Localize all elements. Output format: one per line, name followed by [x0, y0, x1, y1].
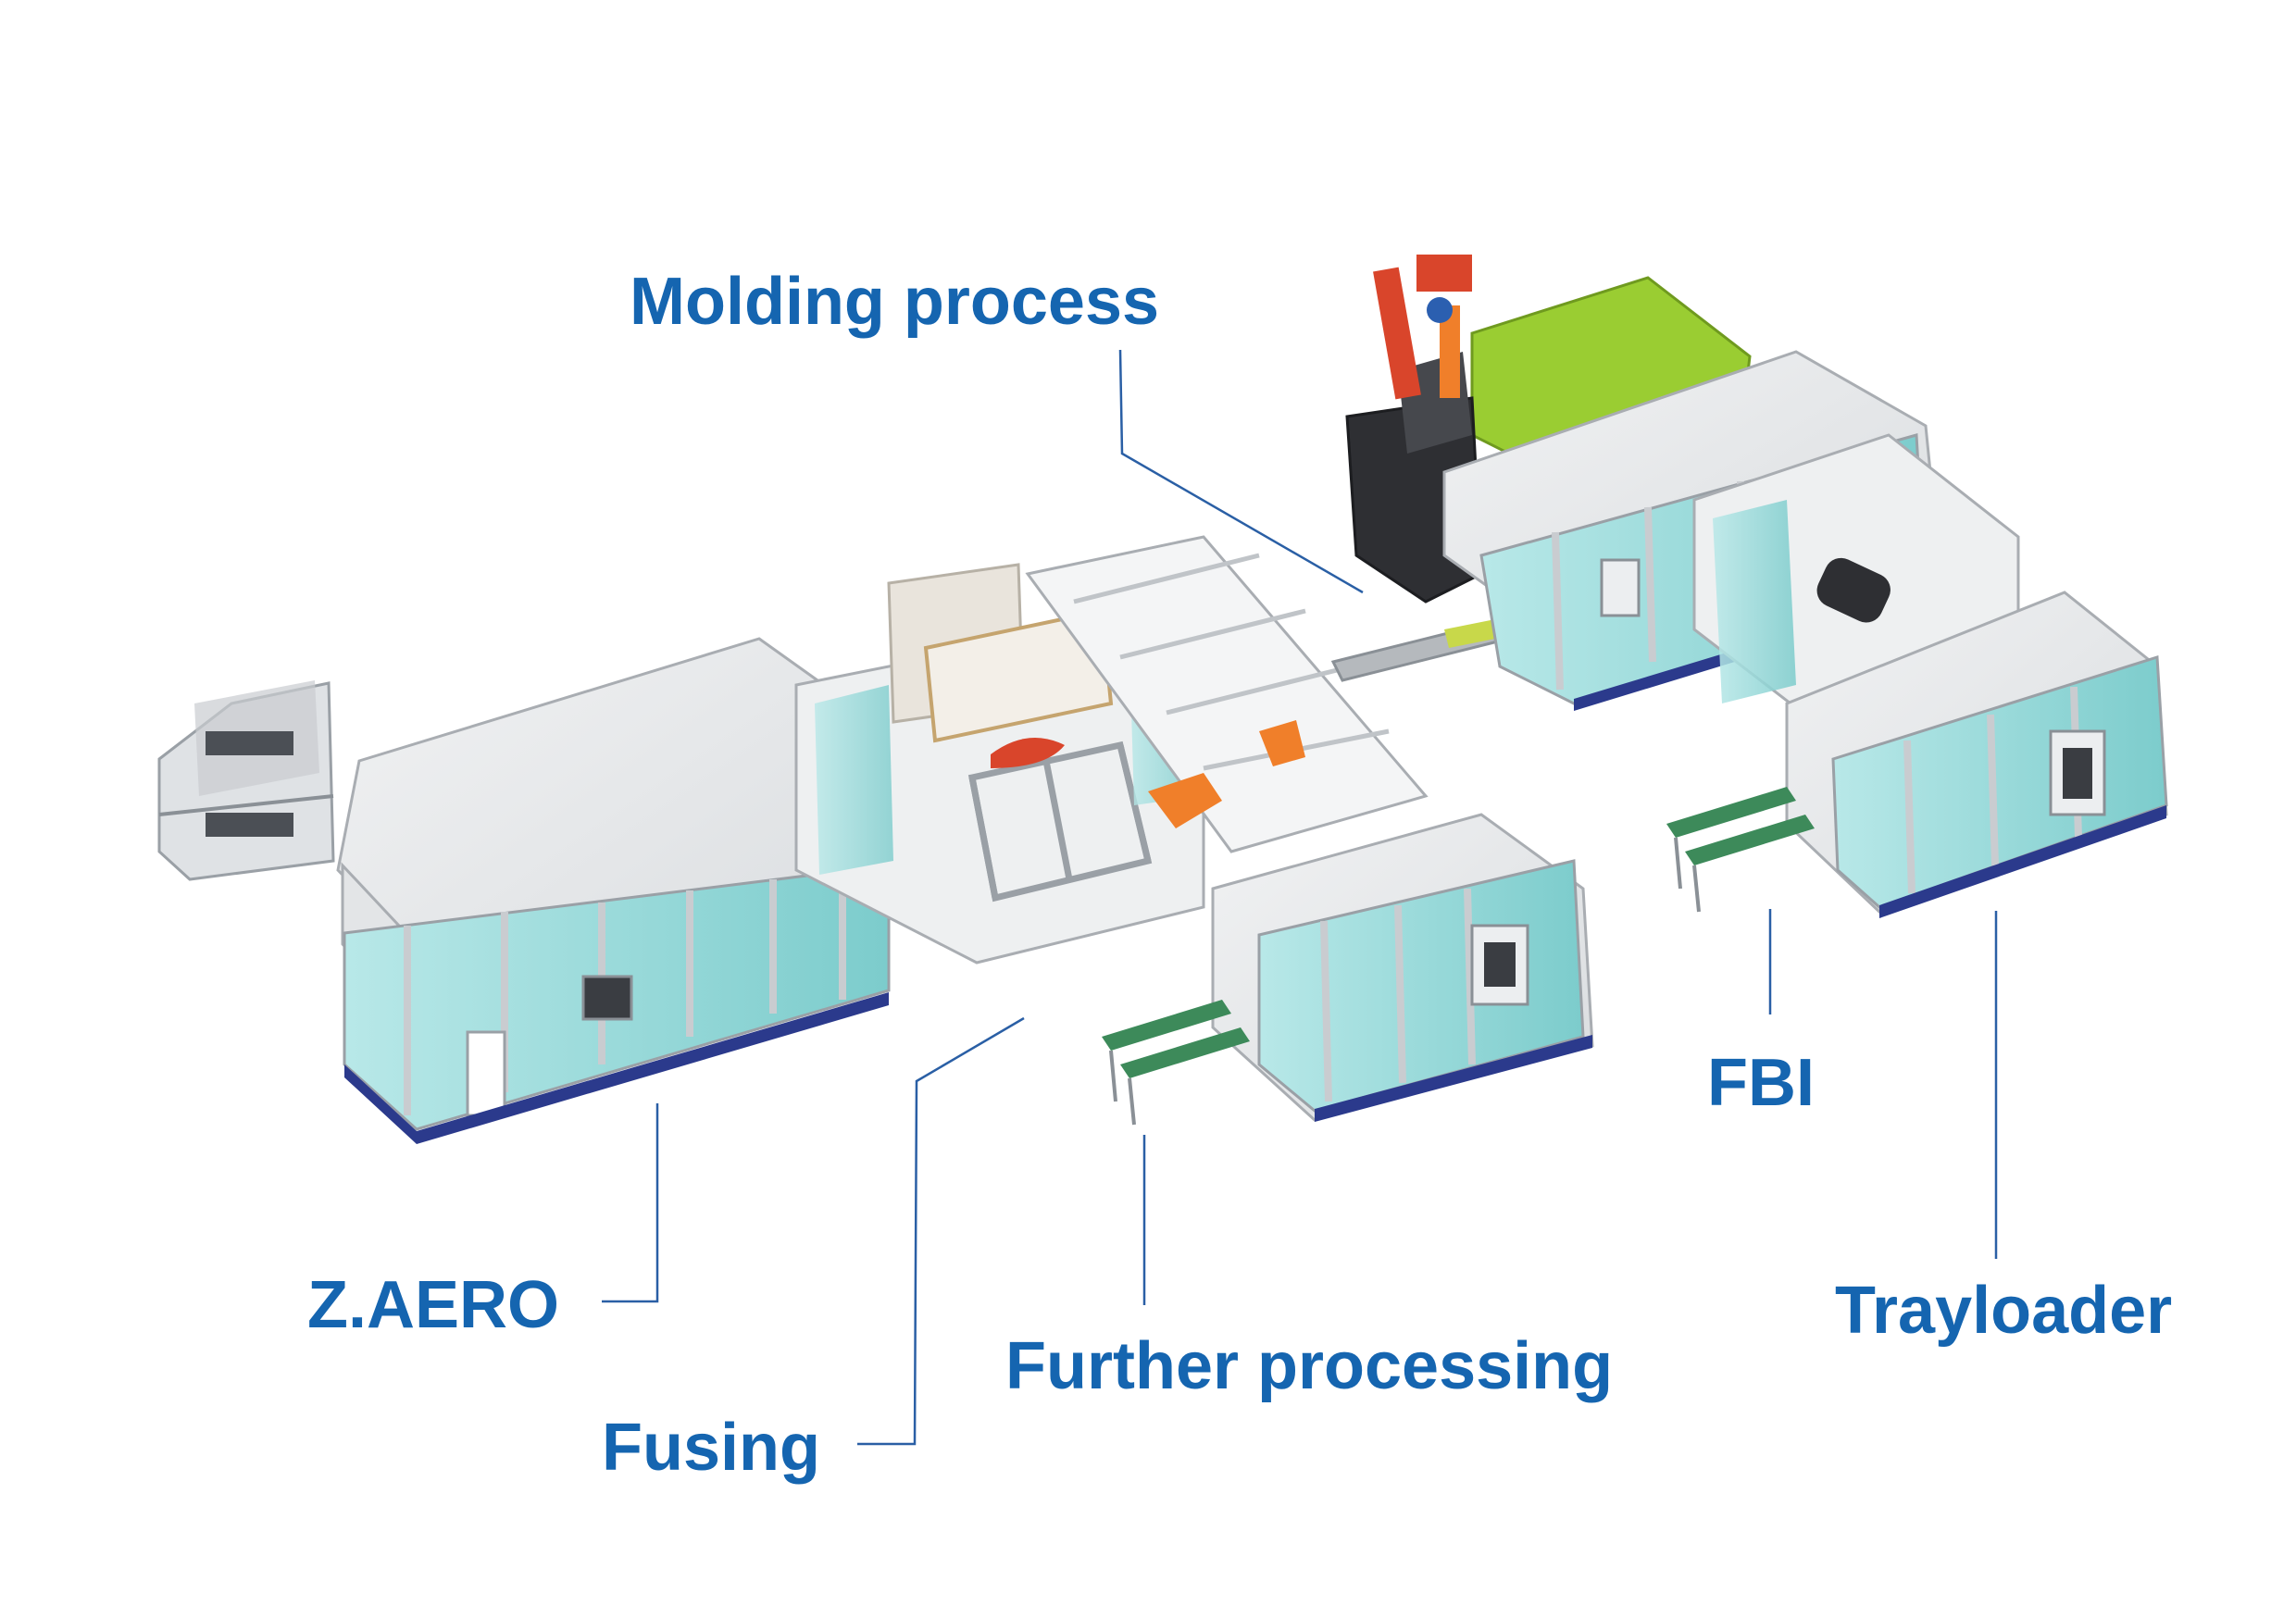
label-fbi: FBI: [1707, 1046, 1815, 1120]
fusing-cell: [794, 563, 1205, 965]
zaero-side-rack: [157, 680, 335, 881]
label-further-processing: Further processing: [1005, 1329, 1614, 1403]
further-processing-conveyor: [1102, 1000, 1250, 1126]
label-fusing: Fusing: [602, 1411, 820, 1485]
leader-lines: [602, 349, 1998, 1446]
label-zaero: Z.AERO: [307, 1268, 560, 1342]
leader-zaero: [602, 1103, 659, 1303]
zaero-enclosure: [336, 637, 891, 1144]
label-trayloader: Trayloader: [1835, 1274, 2173, 1348]
label-molding-process: Molding process: [630, 265, 1160, 339]
robot-arm: [1373, 255, 1472, 400]
leader-fusing: [857, 1016, 1025, 1446]
leader-molding: [1118, 349, 1364, 594]
trayloader-cell: [1666, 591, 2168, 918]
further-processing-cell: [1025, 535, 1594, 1126]
fbi-conveyor: [1666, 787, 1815, 913]
